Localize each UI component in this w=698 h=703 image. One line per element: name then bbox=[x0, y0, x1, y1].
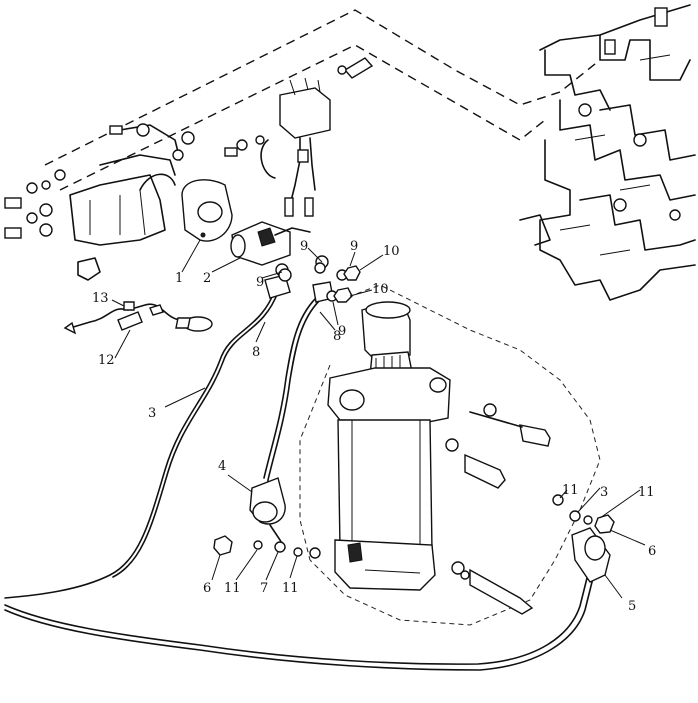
engine-block bbox=[519, 4, 696, 301]
through-bolt-mid bbox=[445, 438, 506, 489]
callout-1: 1 bbox=[175, 271, 183, 286]
callout-2: 2 bbox=[203, 271, 211, 286]
callout-10: 10 bbox=[372, 282, 389, 297]
callout-11: 11 bbox=[638, 485, 655, 500]
callout-11: 11 bbox=[282, 581, 299, 596]
callout-labels: 1 2 3 3 4 5 6 6 7 8 8 9 9 9 9 10 10 11 1… bbox=[92, 239, 656, 614]
callout-4: 4 bbox=[218, 459, 226, 474]
starter-motor bbox=[327, 301, 451, 591]
callout-3: 3 bbox=[148, 406, 156, 421]
callout-9: 9 bbox=[338, 324, 346, 339]
screw-top bbox=[337, 57, 374, 79]
nuts-washers bbox=[213, 262, 615, 559]
callout-9: 9 bbox=[256, 275, 264, 290]
callout-12: 12 bbox=[98, 353, 115, 368]
starter-solenoid bbox=[230, 221, 311, 266]
bracket-assembly bbox=[69, 124, 181, 281]
callout-6: 6 bbox=[648, 544, 656, 559]
through-bolt-upper bbox=[469, 403, 551, 447]
relay-module bbox=[255, 77, 331, 217]
cable-boot-4 bbox=[249, 477, 286, 549]
assembly-outline-dashed bbox=[44, 9, 601, 626]
callout-11: 11 bbox=[562, 483, 579, 498]
callout-5: 5 bbox=[628, 599, 636, 614]
callout-6: 6 bbox=[203, 581, 211, 596]
callout-7: 7 bbox=[260, 581, 268, 596]
callout-3: 3 bbox=[600, 485, 608, 500]
callout-13: 13 bbox=[92, 291, 109, 306]
ground-cable bbox=[4, 565, 596, 671]
callout-9: 9 bbox=[350, 239, 358, 254]
leader-lines bbox=[111, 239, 646, 599]
callout-10: 10 bbox=[383, 244, 400, 259]
through-bolt-lower bbox=[451, 561, 534, 615]
callout-9: 9 bbox=[300, 239, 308, 254]
callout-8: 8 bbox=[252, 345, 260, 360]
cable-boot-5 bbox=[571, 527, 611, 583]
callout-11: 11 bbox=[224, 581, 241, 596]
fuse-holder-wire bbox=[63, 301, 213, 335]
fasteners-left bbox=[4, 123, 248, 239]
solenoid-cover bbox=[181, 179, 233, 242]
battery-cable-positive bbox=[4, 263, 291, 599]
callout-8: 8 bbox=[333, 329, 341, 344]
